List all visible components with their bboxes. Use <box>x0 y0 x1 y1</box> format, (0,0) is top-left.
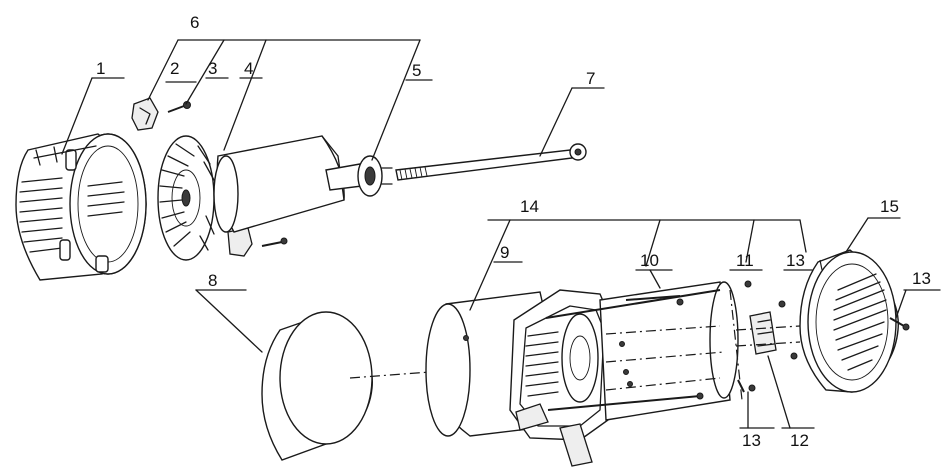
callout-4: 4 <box>244 59 253 78</box>
part-through-bolt <box>395 143 587 181</box>
assembly-axis-line <box>349 371 431 379</box>
part-outer-shell <box>261 311 373 461</box>
part-bearing-clip <box>131 97 159 131</box>
callout-13-bottom: 13 <box>742 431 761 450</box>
callout-15: 15 <box>880 197 899 216</box>
callout-7: 7 <box>586 69 595 88</box>
callout-9: 9 <box>500 243 509 262</box>
callout-1: 1 <box>96 59 105 78</box>
callout-5: 5 <box>412 61 421 80</box>
part-screws-13 <box>737 317 910 393</box>
part-brush-holder <box>729 280 801 401</box>
part-stator-frame <box>509 281 739 467</box>
callout-11: 11 <box>736 251 754 270</box>
callout-13-far-right: 13 <box>912 269 931 288</box>
part-rotor <box>213 135 393 233</box>
callout-8: 8 <box>208 271 217 290</box>
callout-13-right-of-11: 13 <box>786 251 805 270</box>
callout-labels: 1 2 3 4 5 6 7 8 9 10 11 12 13 13 13 14 1… <box>96 13 931 450</box>
leader-lines <box>61 39 941 429</box>
callout-3: 3 <box>208 59 217 78</box>
callout-2: 2 <box>170 59 179 78</box>
callout-14: 14 <box>520 197 539 216</box>
callout-12: 12 <box>790 431 809 450</box>
part-grille-cover <box>799 249 899 393</box>
callout-6: 6 <box>190 13 199 32</box>
part-end-cover <box>15 133 147 281</box>
part-fan <box>157 135 288 261</box>
callout-10: 10 <box>640 251 659 270</box>
